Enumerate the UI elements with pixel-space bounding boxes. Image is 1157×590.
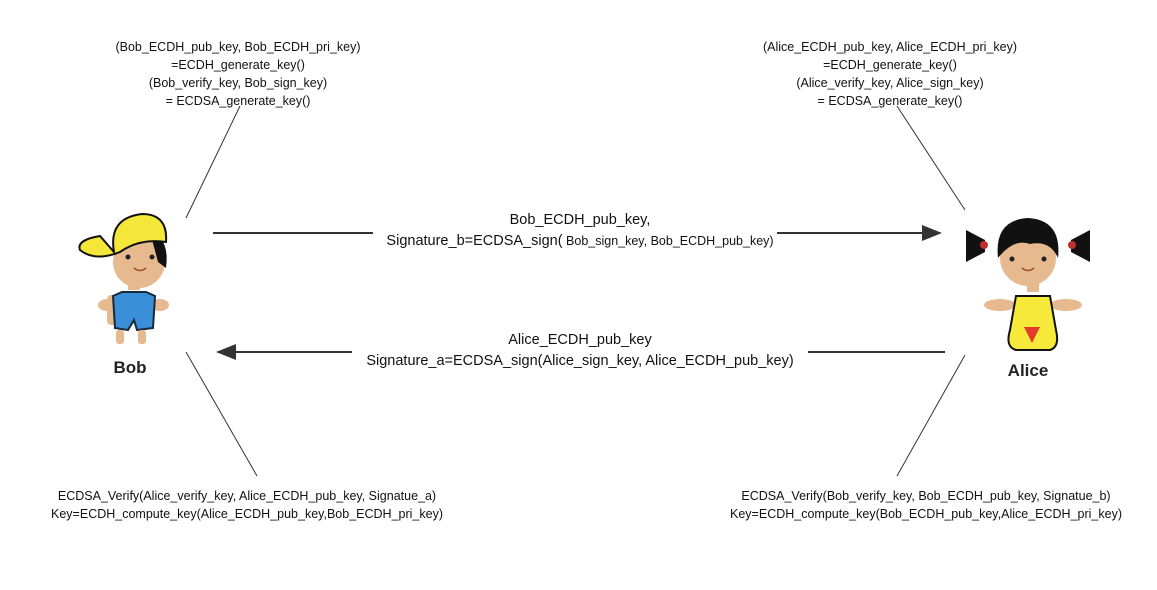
alice-finish-line: Key=ECDH_compute_key(Bob_ECDH_pub_key,Al… xyxy=(730,507,1122,521)
alice-verify-compute: ECDSA_Verify(Bob_verify_key, Bob_ECDH_pu… xyxy=(730,487,1122,523)
alice-setup-leader xyxy=(896,105,966,211)
message-bob-to-alice: Bob_ECDH_pub_key, Signature_b=ECDSA_sign… xyxy=(386,210,773,252)
bob-finish-line: Key=ECDH_compute_key(Alice_ECDH_pub_key,… xyxy=(51,507,443,521)
signature-expression: Signature_b=ECDSA_sign( xyxy=(386,233,563,249)
alice-key-generation: (Alice_ECDH_pub_key, Alice_ECDH_pri_key)… xyxy=(763,38,1017,110)
alice-label: Alice xyxy=(1007,361,1049,380)
alice-setup-line: =ECDH_generate_key() xyxy=(823,58,957,72)
signature-args: Bob_sign_key, Bob_ECDH_pub_key) xyxy=(562,234,774,248)
bob-setup-line: = ECDSA_generate_key() xyxy=(165,94,311,108)
message-line: Bob_ECDH_pub_key, xyxy=(509,212,651,228)
alice-avatar-icon xyxy=(966,218,1090,351)
message-line: Alice_ECDH_pub_key xyxy=(508,332,652,348)
bob-avatar-icon xyxy=(78,212,169,344)
bob-finish-leader xyxy=(185,351,258,477)
message-line: Signature_b=ECDSA_sign( Bob_sign_key, Bo… xyxy=(386,231,773,252)
alice-finish-leader xyxy=(896,354,966,477)
bob-label: Bob xyxy=(113,358,147,377)
bob-key-generation: (Bob_ECDH_pub_key, Bob_ECDH_pri_key) =EC… xyxy=(115,38,360,110)
bob-finish-line: ECDSA_Verify(Alice_verify_key, Alice_ECD… xyxy=(57,489,437,503)
alice-setup-line: (Alice_ECDH_pub_key, Alice_ECDH_pri_key) xyxy=(762,40,1018,54)
bob-setup-line: =ECDH_generate_key() xyxy=(171,58,305,72)
bob-setup-leader xyxy=(185,105,241,219)
message-line: Signature_a=ECDSA_sign(Alice_sign_key, A… xyxy=(366,353,794,369)
alice-setup-line: = ECDSA_generate_key() xyxy=(817,94,963,108)
bob-setup-line: (Bob_verify_key, Bob_sign_key) xyxy=(148,76,328,90)
alice-finish-line: ECDSA_Verify(Bob_verify_key, Bob_ECDH_pu… xyxy=(741,489,1111,503)
bob-verify-compute: ECDSA_Verify(Alice_verify_key, Alice_ECD… xyxy=(51,487,443,523)
bob-setup-line: (Bob_ECDH_pub_key, Bob_ECDH_pri_key) xyxy=(115,40,361,54)
message-alice-to-bob: Alice_ECDH_pub_key Signature_a=ECDSA_sig… xyxy=(366,330,793,372)
alice-setup-line: (Alice_verify_key, Alice_sign_key) xyxy=(796,76,984,90)
